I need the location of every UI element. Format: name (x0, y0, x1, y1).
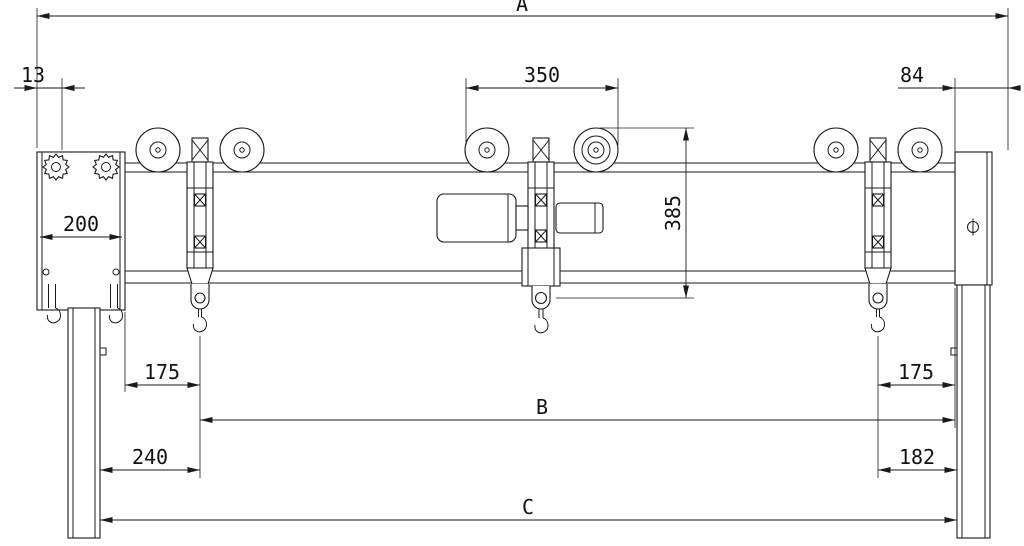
dimension-suspension-height: 385 (661, 128, 689, 298)
trolley-right (814, 128, 942, 332)
left-suspension-column (67, 307, 107, 539)
column-tab (99, 347, 107, 356)
dimension-trolley-distance: B (200, 395, 955, 423)
dimension-trolley-width: 350 (466, 63, 618, 91)
dimension-label-175-left: 175 (144, 360, 180, 384)
dimension-label-240: 240 (132, 445, 168, 469)
right-end-stop (954, 151, 993, 286)
hook (534, 317, 549, 334)
dimension-right-column-distance: 182 (878, 445, 957, 473)
column-tab (950, 347, 958, 356)
dimension-label-a: A (516, 0, 528, 16)
dimension-column-span: C (100, 495, 957, 523)
dimension-label-350: 350 (524, 63, 560, 87)
dimension-left-column-distance: 240 (100, 445, 200, 473)
drive-motor (436, 193, 529, 243)
dimension-label-182: 182 (899, 445, 935, 469)
left-end-stop (36, 151, 126, 324)
dimension-label-84: 84 (900, 63, 924, 87)
dimension-left-trolley-offset: 175 (125, 360, 200, 388)
right-hook (108, 284, 123, 324)
dimension-label-13: 13 (21, 63, 45, 87)
diameter-symbol (967, 218, 979, 236)
trolley-left (136, 128, 264, 332)
left-hook (46, 284, 61, 324)
dimension-right-gap: 84 (898, 63, 1021, 91)
trolley-center-drive (436, 127, 619, 334)
dimension-right-trolley-offset: 175 (878, 360, 955, 388)
dimension-label-200: 200 (63, 212, 99, 236)
dimension-layer: A 13 350 84 200 385 (14, 0, 1021, 523)
dimension-label-385: 385 (661, 195, 685, 231)
right-suspension-column (950, 284, 991, 539)
dimension-label-b: B (536, 395, 548, 419)
dimension-overall-length: A (37, 0, 1008, 19)
dimension-label-175-right: 175 (898, 360, 934, 384)
dimension-left-gap: 13 (14, 63, 85, 91)
dimension-label-c: C (522, 495, 534, 519)
dimension-end-plate-width: 200 (40, 212, 122, 240)
gearbox (555, 202, 604, 234)
